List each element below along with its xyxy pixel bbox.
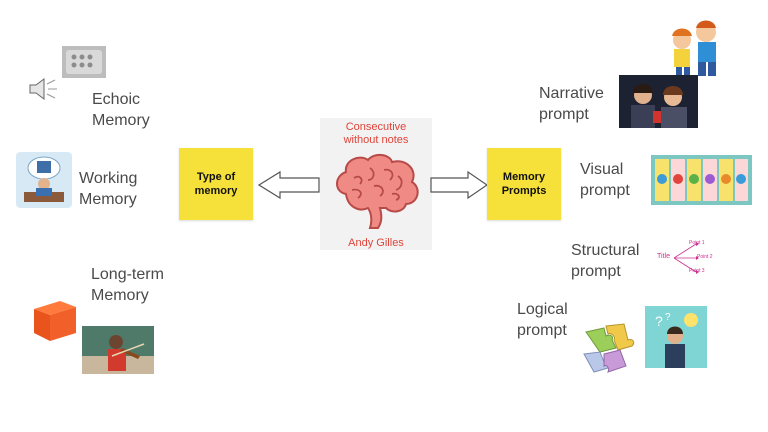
author-name: Andy Gilles	[348, 237, 404, 249]
visual-prompt-label: Visual prompt	[580, 161, 630, 199]
phone-image	[62, 46, 106, 78]
arrow-left-icon	[258, 170, 320, 200]
center-note: Consecutive without notes	[343, 121, 409, 146]
structural-prompt-label: Structural prompt	[571, 242, 640, 280]
mindmap-diagram	[656, 236, 712, 280]
working-memory-image	[16, 152, 72, 208]
long-term-memory-label: Long-term Memory	[91, 266, 164, 304]
svg-text:?: ?	[655, 313, 663, 329]
flashcards-image	[651, 155, 752, 205]
mindmap-title: Title	[657, 253, 670, 260]
svg-text:?: ?	[665, 312, 671, 323]
movie-audience-image	[619, 75, 698, 128]
echoic-memory-label: Echoic Memory	[92, 91, 150, 129]
puzzle-pieces-image	[580, 322, 640, 380]
thinking-person-image: ? ?	[645, 306, 707, 368]
logical-prompt-label: Logical prompt	[517, 301, 568, 339]
working-memory-label: Working Memory	[79, 170, 138, 208]
narrative-prompt-label: Narrative prompt	[539, 85, 604, 123]
mindmap-point-1: Point 1	[689, 240, 705, 246]
arrow-right-icon	[430, 170, 488, 200]
brain-icon	[330, 150, 422, 232]
violin-child-image	[82, 326, 154, 374]
mindmap-point-3: Point 3	[689, 268, 705, 274]
mindmap-point-2: Point 2	[697, 254, 713, 260]
speaker-icon	[28, 76, 58, 102]
orange-box-icon	[30, 295, 78, 343]
memory-prompts-box: Memory Prompts	[487, 148, 561, 220]
children-cartoon-image	[660, 18, 732, 80]
type-of-memory-box: Type of memory	[179, 148, 253, 220]
